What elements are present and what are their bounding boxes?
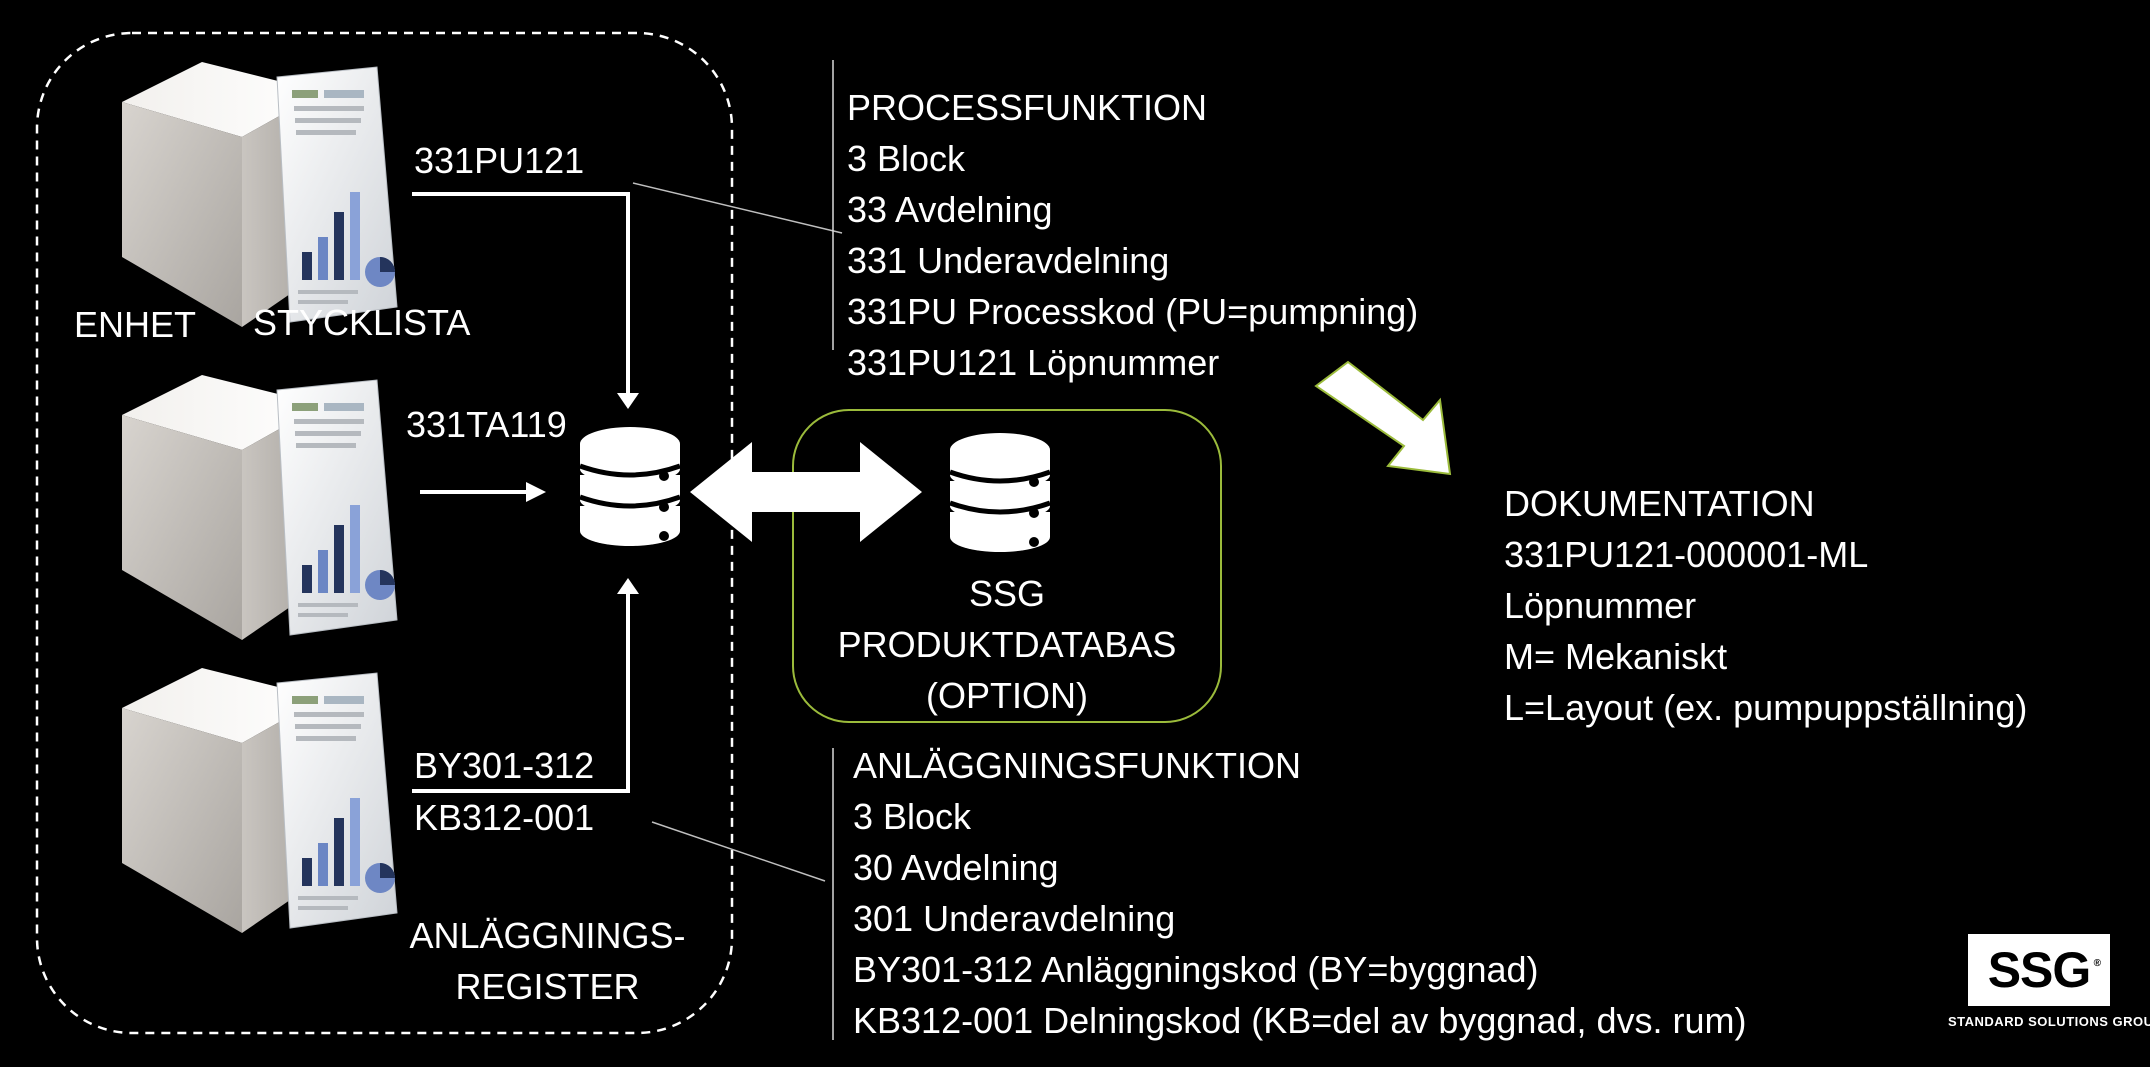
unit-cube-document-1	[121, 61, 398, 328]
arrow-down-icon	[617, 393, 639, 409]
ssg-database-icon	[950, 433, 1050, 552]
ssg-logo: SSG ® STANDARD SOLUTIONS GROUP	[1948, 934, 2150, 1029]
process-line-block: 3 Block	[847, 138, 966, 179]
ssg-product-database-box	[792, 409, 1222, 723]
ssg-database-line-1: SSG	[968, 573, 1046, 614]
documentation-arrow-icon	[1314, 360, 1452, 476]
documentation-line-title: DOKUMENTATION	[1504, 483, 1815, 524]
leader-line-facility	[651, 821, 826, 882]
code-by301-label: BY301-312	[414, 745, 595, 786]
leader-line-process	[632, 182, 843, 234]
facility-line-facilitycode: BY301-312 Anläggningskod (BY=byggnad)	[853, 949, 1539, 990]
facility-line-department: 30 Avdelning	[853, 847, 1059, 888]
arrow-up-icon	[617, 578, 639, 594]
ssg-database-line-2: PRODUKTDATABAS	[837, 624, 1177, 665]
connector-by301	[412, 592, 630, 793]
process-function-block: PROCESSFUNKTION 3 Block 33 Avdelning 331…	[847, 82, 1418, 388]
documentation-line-layout: L=Layout (ex. pumpuppställning)	[1504, 687, 2028, 728]
code-331ta119-label: 331TA119	[406, 404, 567, 445]
ssg-logo-registered: ®	[2093, 958, 2101, 969]
code-331pu121-label: 331PU121	[414, 140, 585, 181]
unit-cube-document-3	[121, 667, 398, 934]
facility-line-block: 3 Block	[853, 796, 972, 837]
facility-line-title: ANLÄGGNINGSFUNKTION	[853, 745, 1302, 786]
code-kb312-label: KB312-001	[414, 797, 595, 838]
process-line-processcode: 331PU Processkod (PU=pumpning)	[847, 291, 1419, 332]
ssg-logo-text: SSG	[1987, 942, 2092, 998]
ssg-database-label: SSG PRODUKTDATABAS (OPTION)	[807, 568, 1207, 721]
process-line-subdepartment: 331 Underavdelning	[847, 240, 1170, 281]
enhet-label: ENHET	[74, 304, 197, 345]
facility-line-subdepartment: 301 Underavdelning	[853, 898, 1176, 939]
process-line-title: PROCESSFUNKTION	[847, 87, 1208, 128]
ssg-logo-tagline: STANDARD SOLUTIONS GROUP	[1948, 1014, 2150, 1029]
facility-line-divisioncode: KB312-001 Delningskod (KB=del av byggnad…	[853, 1000, 1747, 1041]
process-line-serial: 331PU121 Löpnummer	[847, 342, 1220, 383]
register-label: ANLÄGGNINGS- REGISTER	[405, 910, 690, 1012]
documentation-line-mechanical: M= Mekaniskt	[1504, 636, 1728, 677]
connector-331pu121	[412, 192, 630, 395]
documentation-block: DOKUMENTATION 331PU121-000001-ML Löpnumm…	[1504, 478, 2027, 733]
ssg-database-line-3: (OPTION)	[926, 675, 1088, 716]
documentation-line-serial: Löpnummer	[1504, 585, 1697, 626]
register-dashed-frame	[35, 31, 734, 1035]
stycklista-label: STYCKLISTA	[253, 302, 471, 343]
register-label-line-1: ANLÄGGNINGS-	[409, 915, 686, 956]
connector-331ta119	[420, 482, 546, 502]
ssg-logo-mark: SSG ®	[1968, 934, 2110, 1006]
register-label-line-2: REGISTER	[455, 966, 640, 1007]
double-arrow-icon	[690, 442, 922, 542]
unit-cube-document-2	[121, 374, 398, 641]
process-line-department: 33 Avdelning	[847, 189, 1053, 230]
facility-function-block: ANLÄGGNINGSFUNKTION 3 Block 30 Avdelning…	[853, 740, 1747, 1046]
documentation-line-code: 331PU121-000001-ML	[1504, 534, 1869, 575]
arrow-right-icon	[526, 482, 546, 502]
database-icon	[580, 427, 680, 546]
